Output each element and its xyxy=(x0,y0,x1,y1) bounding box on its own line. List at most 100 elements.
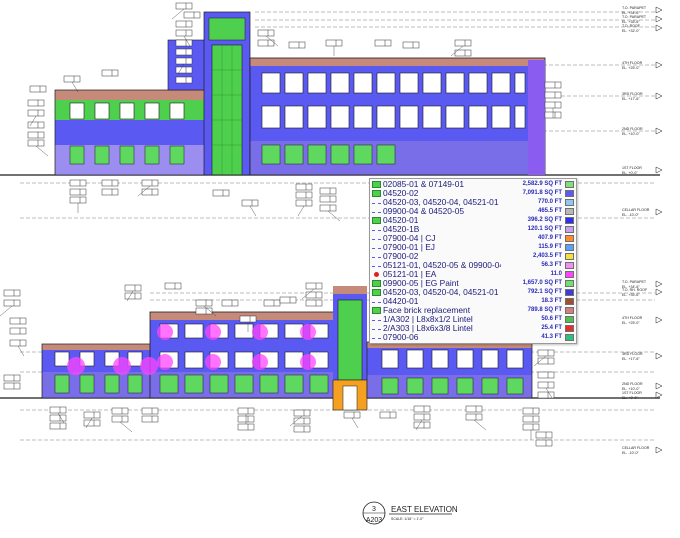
keynote-tag-box xyxy=(141,407,159,415)
leader-line xyxy=(177,63,185,75)
level-elevation: EL. +34'-6" xyxy=(622,11,640,15)
legend-item-quantity: 792.1 SQ FT xyxy=(527,289,562,295)
keynote-tag-box xyxy=(293,425,311,433)
keynote-tag-box xyxy=(3,299,21,307)
legend-item-quantity: 7,091.8 SQ FT xyxy=(522,190,562,196)
dashed-line-icon xyxy=(372,316,381,321)
legend-color-swatch[interactable] xyxy=(565,289,574,296)
keynote-tag-box xyxy=(175,57,193,65)
level-name: 3RD FLOOR xyxy=(622,352,643,356)
legend-color-swatch[interactable] xyxy=(565,253,574,260)
level-elevation: EL. +17'-6" xyxy=(622,97,640,101)
legend-item-quantity: 2,403.5 FT xyxy=(532,253,562,259)
leader-line xyxy=(183,35,191,47)
level-elevation: EL. +10'-0" xyxy=(622,132,640,136)
level-marker-icon xyxy=(655,446,663,454)
keynote-tag-box xyxy=(164,282,182,290)
level-elevation: EL. +0'-0" xyxy=(622,171,638,175)
leader-line xyxy=(450,45,464,57)
leader-line xyxy=(85,417,93,429)
keynote-tag-box xyxy=(175,66,193,74)
keynote-tag-box xyxy=(293,417,311,425)
legend-item-quantity: 770.0 FT xyxy=(537,199,562,205)
keynote-tag-box xyxy=(241,199,259,207)
leader-line xyxy=(545,387,553,399)
legend-color-swatch[interactable] xyxy=(565,208,574,215)
legend-color-swatch[interactable] xyxy=(565,334,574,341)
keynote-tag-box xyxy=(239,315,257,323)
leader-line xyxy=(351,417,359,429)
level-name: 2ND FLOOR xyxy=(622,382,643,386)
keynote-tag-box xyxy=(27,139,45,147)
keynote-tag-box xyxy=(279,296,297,304)
legend-item-label: 04520-03, 04520-04, 04521-01 xyxy=(383,288,499,297)
keynote-tag-box xyxy=(195,307,213,315)
legend-row[interactable]: 07900-02 2,403.5 FT xyxy=(370,252,576,261)
keynote-tag-box xyxy=(522,423,540,431)
level-name: 1ST FLOOR xyxy=(622,166,642,170)
legend-color-swatch[interactable] xyxy=(565,325,574,332)
leader-line xyxy=(35,145,49,157)
level-name: 3RD FLOOR xyxy=(622,92,643,96)
level-name: 4TH FLOOR xyxy=(622,61,643,65)
keynote-tag-box xyxy=(413,405,431,413)
legend-color-swatch[interactable] xyxy=(565,262,574,269)
legend-item-label: 07900-02 xyxy=(383,252,419,261)
legend-item-label: 09900-04 & 04520-05 xyxy=(383,207,465,216)
legend-color-swatch[interactable] xyxy=(565,226,574,233)
keynote-tag-box xyxy=(175,48,193,56)
legend-color-swatch[interactable] xyxy=(565,280,574,287)
legend-row[interactable]: 05121-01, 04520-05 & 09900-04 | L6x4x3/8… xyxy=(370,261,576,270)
keynote-tag-box xyxy=(141,415,159,423)
dashed-line-icon xyxy=(372,226,381,231)
level-name: T.O. PARAPET xyxy=(622,15,647,19)
legend-row[interactable]: 04520-01 396.2 SQ FT xyxy=(370,216,576,225)
legend-item-label: Face brick replacement xyxy=(383,306,471,315)
legend-item-label: 04420-01 xyxy=(383,297,419,306)
sheet-number: A203 xyxy=(366,517,382,524)
leader-line xyxy=(473,419,487,431)
legend-item-label: 04520-01 xyxy=(383,216,419,225)
level-elevation: EL. +25'-0" xyxy=(622,66,640,70)
keynote-tag-box xyxy=(454,49,472,57)
legend-item-quantity: 115.9 FT xyxy=(538,244,562,250)
keynote-tag-box xyxy=(544,81,562,89)
legend-color-swatch[interactable] xyxy=(565,181,574,188)
legend-item-quantity: 396.2 SQ FT xyxy=(527,217,562,223)
legend-color-swatch[interactable] xyxy=(565,298,574,305)
green-square-icon xyxy=(372,190,381,197)
legend-color-swatch[interactable] xyxy=(565,316,574,323)
keynote-tag-box xyxy=(69,188,87,196)
dashed-line-icon xyxy=(372,325,381,330)
legend-item-label: 04520-1B xyxy=(383,225,420,234)
legend-color-swatch[interactable] xyxy=(565,235,574,242)
legend-color-swatch[interactable] xyxy=(565,190,574,197)
legend-row[interactable]: 04520-03, 04520-04, 04521-01 792.1 SQ FT xyxy=(370,288,576,297)
legend-color-swatch[interactable] xyxy=(565,307,574,314)
keynote-tag-box xyxy=(124,292,142,300)
legend-color-swatch[interactable] xyxy=(565,199,574,206)
keynote-tag-box xyxy=(465,405,483,413)
legend-color-swatch[interactable] xyxy=(565,271,574,278)
keynote-tag-box xyxy=(141,179,159,187)
legend-color-swatch[interactable] xyxy=(565,217,574,224)
legend-color-swatch[interactable] xyxy=(565,244,574,251)
eg-paint-markers xyxy=(67,324,316,375)
level-elevation: EL. +25'-0" xyxy=(622,321,640,325)
